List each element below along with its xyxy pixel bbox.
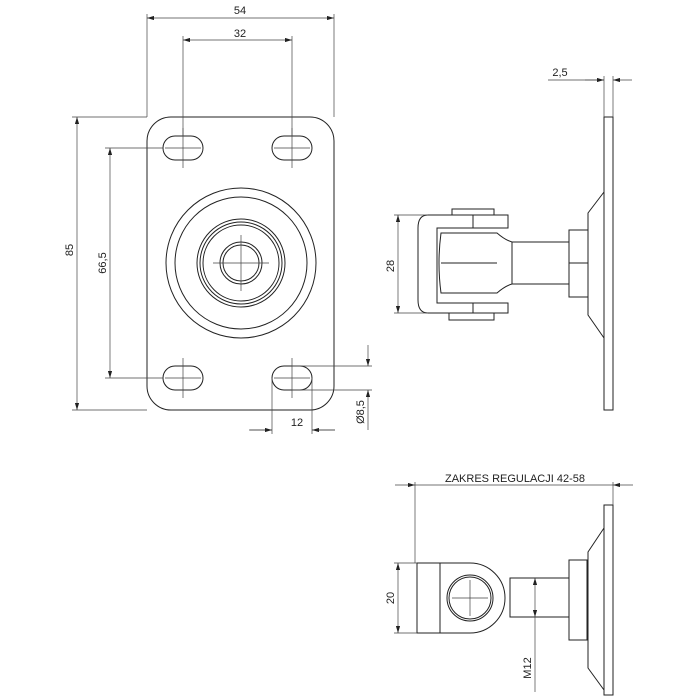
dim-adjustment-range: ZAKRES REGULACJI 42-58 — [445, 473, 585, 485]
dim-20: 20 — [385, 592, 397, 604]
dim-2-5: 2,5 — [552, 67, 567, 79]
u-bracket — [417, 214, 509, 314]
dim-28: 28 — [385, 260, 397, 272]
adjustment-view: ZAKRES REGULACJI 42-58 20 M12 — [385, 473, 633, 696]
centerlines — [165, 128, 310, 398]
dim-12: 12 — [291, 417, 303, 429]
hinge-barrel — [438, 232, 513, 294]
bottom-plate — [603, 504, 614, 696]
dim-hole-diameter: Ø8,5 — [355, 400, 367, 424]
dim-32: 32 — [234, 28, 246, 40]
cone-base — [587, 191, 605, 339]
side-plate — [603, 116, 614, 411]
threaded-shaft — [511, 241, 570, 285]
dim-54: 54 — [234, 5, 246, 17]
dim-85: 85 — [64, 244, 76, 256]
side-view: 2,5 28 — [385, 67, 632, 411]
mounting-plate — [146, 116, 335, 411]
front-view: 54 32 85 66,5 12 Ø8,5 — [64, 5, 372, 434]
dim-m12: M12 — [522, 657, 534, 678]
dim-66-5: 66,5 — [97, 252, 109, 273]
